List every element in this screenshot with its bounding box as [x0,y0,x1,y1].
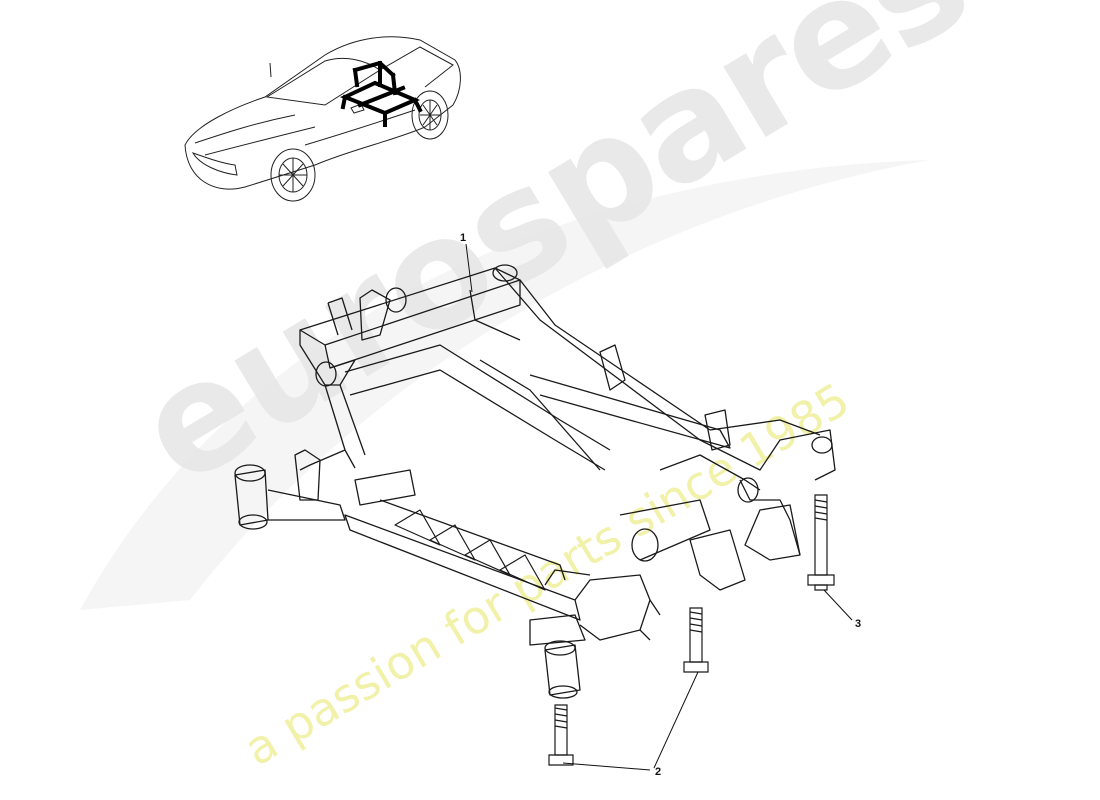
bolt-2b [554,704,568,756]
leader-3 [823,589,853,621]
bolt-2a [689,607,703,663]
leader-1 [465,243,473,293]
car-thumbnail [184,36,461,202]
callout-2: 2 [655,766,662,778]
callout-3: 3 [855,618,862,630]
callout-1: 1 [460,232,467,244]
leader-2b [653,671,699,769]
leader-2a [562,762,651,771]
